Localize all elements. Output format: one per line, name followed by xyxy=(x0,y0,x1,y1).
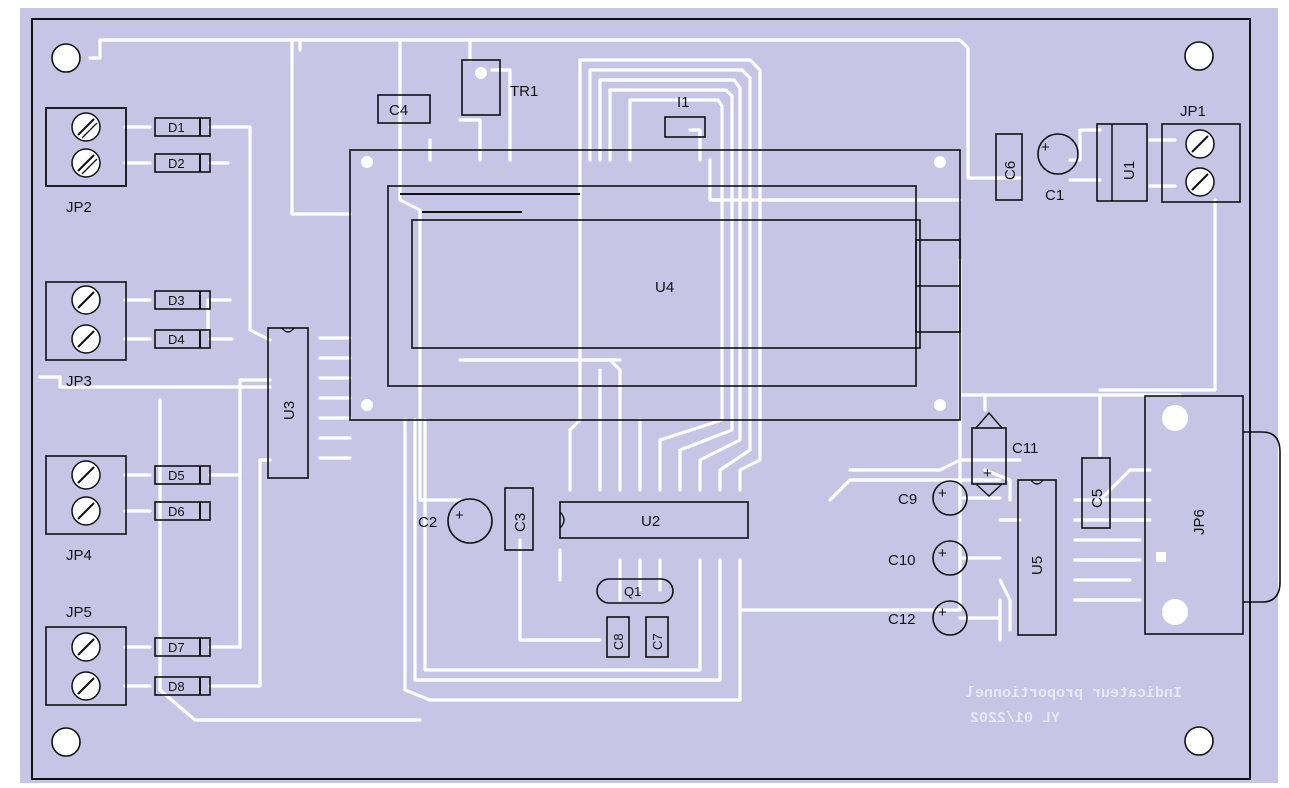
c3-label: C3 xyxy=(512,513,529,532)
d5-label: D5 xyxy=(168,468,185,483)
d4-label: D4 xyxy=(168,332,185,347)
c8-capacitor xyxy=(606,616,630,658)
jp5-terminal xyxy=(45,626,127,706)
c1-label: C1 xyxy=(1045,187,1064,204)
c12-label: C12 xyxy=(888,611,916,628)
jp6-label: JP6 xyxy=(1191,509,1208,535)
jp2-label: JP2 xyxy=(66,199,92,216)
d6-label: D6 xyxy=(168,504,185,519)
c1-plus: + xyxy=(1041,139,1050,156)
tr1-label: TR1 xyxy=(510,83,538,100)
c11-label: C11 xyxy=(1012,440,1038,457)
u5-label: U5 xyxy=(1029,556,1046,575)
c8-label: C8 xyxy=(611,633,626,650)
mirrored-text-line1: Indicateur proportionnel xyxy=(966,685,1182,702)
c7-label: C7 xyxy=(650,633,665,650)
jp1-label: JP1 xyxy=(1180,103,1206,120)
jp1-terminal xyxy=(1161,123,1241,203)
d1-label: D1 xyxy=(168,120,185,135)
q1-label: Q1 xyxy=(624,584,641,599)
c12-plus: + xyxy=(938,604,947,621)
jp5-label: JP5 xyxy=(66,604,92,621)
c2-plus: + xyxy=(455,507,464,524)
c12-capacitor xyxy=(932,600,968,636)
d7-label: D7 xyxy=(168,640,185,655)
u1-label: U1 xyxy=(1121,161,1138,180)
c11-plus: + xyxy=(983,465,992,482)
q1-crystal xyxy=(596,578,674,604)
jp6-db9-connector xyxy=(1144,395,1281,635)
i1-label: I1 xyxy=(677,94,690,111)
tr1-trimmer xyxy=(461,59,501,116)
d3-label: D3 xyxy=(168,293,185,308)
u2-chip xyxy=(559,501,749,539)
c6-capacitor xyxy=(995,133,1023,201)
mirrored-text-line2: YL 01/2202 xyxy=(970,710,1060,727)
c4-label: C4 xyxy=(389,102,408,119)
u1-regulator xyxy=(1096,123,1148,202)
c5-capacitor xyxy=(1081,457,1111,529)
c5-label: C5 xyxy=(1089,489,1106,508)
c9-label: C9 xyxy=(898,491,917,508)
c11-capacitor xyxy=(971,411,1007,497)
jp4-label: JP4 xyxy=(66,547,92,564)
c10-plus: + xyxy=(938,545,947,562)
mirrored-board-text: Indicateur proportionnel YL 01/2202 xyxy=(966,685,1182,727)
u5-chip xyxy=(1017,479,1057,636)
board-outline xyxy=(31,18,1251,780)
c9-capacitor xyxy=(932,480,968,516)
d8-label: D8 xyxy=(168,679,185,694)
copper-traces xyxy=(38,38,1217,722)
i1-jumper xyxy=(664,116,706,138)
jp3-terminal xyxy=(45,281,127,361)
c9-plus: + xyxy=(938,485,947,502)
c1-capacitor xyxy=(1037,133,1079,175)
c4-capacitor xyxy=(377,94,431,124)
c6-label: C6 xyxy=(1002,161,1019,180)
u4-lcd-module xyxy=(349,149,961,421)
c7-capacitor xyxy=(645,616,669,658)
u2-label: U2 xyxy=(641,513,660,530)
d2-label: D2 xyxy=(168,156,185,171)
mounting-holes xyxy=(51,41,1214,757)
c3-capacitor xyxy=(504,487,534,551)
u4-label: U4 xyxy=(655,279,674,296)
jp2-terminal xyxy=(45,107,127,187)
jp3-label: JP3 xyxy=(66,373,92,390)
jp4-terminal xyxy=(45,455,127,535)
c2-capacitor xyxy=(447,498,493,544)
u3-chip xyxy=(267,327,309,479)
c10-capacitor xyxy=(932,540,968,576)
u3-label: U3 xyxy=(281,401,298,420)
c10-label: C10 xyxy=(888,552,916,569)
c2-label: C2 xyxy=(418,514,437,531)
diodes xyxy=(154,117,211,696)
